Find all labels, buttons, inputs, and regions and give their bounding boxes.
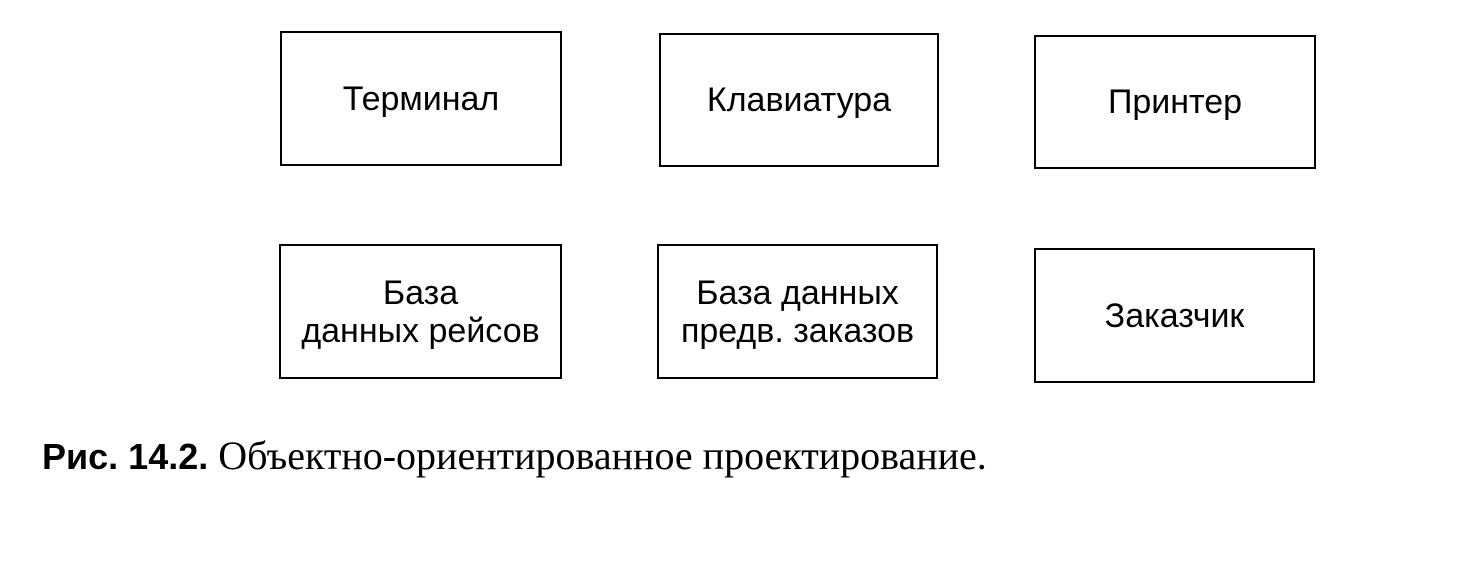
object-box-customer: Заказчик [1034, 248, 1315, 383]
figure-title: Объектно-ориентированное проектирование. [218, 433, 987, 478]
object-box-keyboard: Клавиатура [659, 33, 939, 167]
figure-number: Рис. 14.2. [42, 436, 209, 477]
object-label: Терминал [342, 79, 500, 118]
object-box-terminal: Терминал [280, 31, 562, 166]
object-label-line-2: данных рейсов [301, 311, 540, 350]
object-label: Заказчик [1104, 296, 1245, 335]
object-box-flights-database: База данных рейсов [279, 244, 562, 379]
object-label-line-1: База данных [696, 273, 899, 312]
object-box-printer: Принтер [1034, 35, 1316, 169]
object-label: Принтер [1107, 83, 1243, 121]
object-label: Клавиатура [706, 81, 892, 119]
object-box-reservations-database: База данных предв. заказов [657, 244, 938, 379]
object-label-line-2: предв. заказов [680, 311, 915, 350]
object-label-line-1: База [382, 273, 459, 312]
figure-caption: Рис. 14.2. Объектно-ориентированное прое… [42, 432, 987, 479]
